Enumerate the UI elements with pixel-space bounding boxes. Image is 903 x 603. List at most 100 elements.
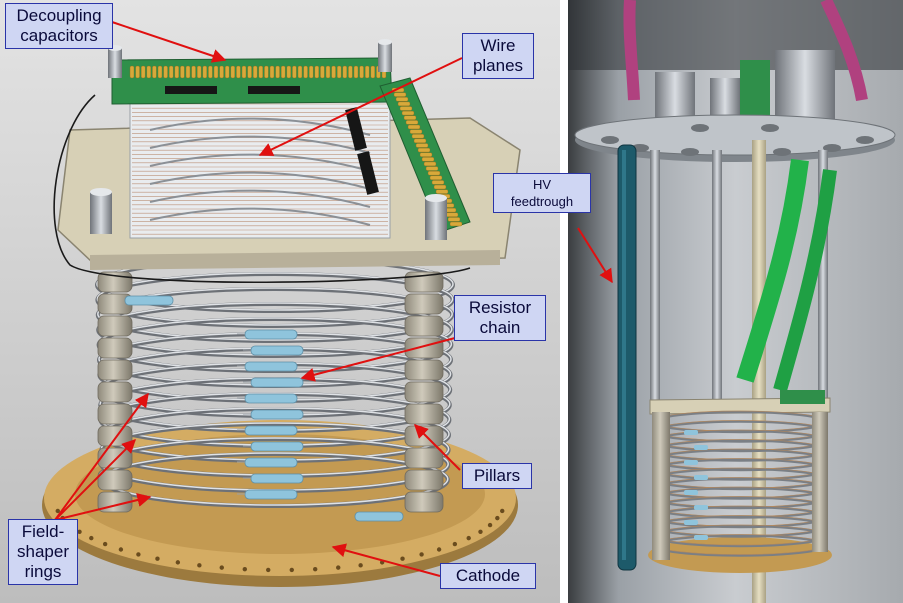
left-photo [0,0,560,603]
pillar-segment [404,293,444,315]
ribbon-cable-2 [773,169,837,392]
capacitor [303,65,308,79]
cathode-hole [487,522,493,528]
cathode-hole [89,535,94,541]
label-decoupling-capacitors: Decoupling capacitors [5,3,113,49]
flange-holes [601,124,874,156]
capacitor [320,65,325,79]
resistor [250,409,304,420]
cathode-hole [452,541,458,547]
capacitor [359,65,364,79]
pillar-segment [404,403,444,425]
flange-hole [856,136,874,144]
decoupling-capacitors-top [129,65,387,79]
cathode-hole [436,547,442,552]
capacitor [163,65,168,79]
capacitor [152,65,157,79]
capacitor [236,65,241,79]
small-resistor [694,535,708,540]
capacitor [449,221,463,227]
capacitor [264,65,269,79]
cathode-hole [289,567,294,573]
capacitor [275,65,280,79]
pillar-segment [404,425,444,447]
cathode-hole [358,563,363,568]
ring-highlight [97,287,453,341]
resistor [250,473,304,484]
capacitor [314,65,319,79]
resistor-chain-small [684,430,708,540]
capacitor [174,65,180,79]
capacitor [230,65,236,79]
arrow-field-shaper-1 [54,392,149,521]
small-resistor [684,520,698,525]
capacitor [297,65,303,79]
resistor [244,425,298,436]
capacitor [269,65,275,79]
label-wire-planes-line1: Wire [480,36,516,55]
label-field-shaper-line1: Field- [21,522,65,541]
capacitor [407,124,421,130]
capacitor [429,175,443,180]
resistor [250,377,304,388]
arrow-field-shaper-3 [54,493,152,521]
label-cathode-text: Cathode [455,566,521,585]
cathode-hole [197,563,202,568]
hv-feedthrough-rod [617,144,637,571]
capacitor [337,65,342,79]
pillar-segment [97,315,133,337]
small-resistor [684,490,698,495]
arrow-decoupling [111,21,227,63]
capacitor [445,212,459,217]
label-resistor-line1: Resistor [468,298,532,317]
pillar-segment [97,381,133,403]
capacitor [435,189,449,194]
label-hv-feedthrough: HV feedtrough [493,173,591,213]
pillar-segment [97,447,133,469]
capacitor [309,65,314,79]
capacitor [409,129,423,134]
capacitor [286,65,291,79]
capacitor [213,65,219,79]
pillar-segment [97,337,133,359]
field-cage-small [648,390,832,573]
small-resistor [694,445,708,450]
flange-hole [681,148,699,156]
cathode-hole [478,529,483,534]
resistor [354,511,404,522]
resistor [244,361,298,372]
cathode-hole [55,508,60,514]
capacitor [208,65,213,79]
capacitor [196,65,202,79]
capacitor [219,65,224,79]
ring-highlight [96,272,454,326]
resistor [244,393,298,404]
cathode-hole [175,560,181,565]
top-flange-assembly [574,50,896,162]
capacitor [191,65,196,79]
wire-frame-assembly [53,39,521,284]
flange-hole [773,148,791,156]
photo-divider [560,0,568,603]
label-hv-line2: feedtrough [510,194,574,209]
cathode-hole [219,565,224,570]
capacitor [185,65,191,79]
small-resistor [684,430,698,435]
label-resistor-line2: chain [479,318,521,337]
cathode-hole [312,566,318,572]
cathode-hole [419,552,424,557]
lifting-strap-left [623,0,640,101]
ribbon-cable-1 [736,158,809,383]
wire-arc [149,189,371,208]
small-resistor [694,505,708,510]
flange-hole [761,124,779,132]
wire-arc [149,135,371,154]
capacitor [140,65,146,79]
arrow-resistor-chain [300,337,456,382]
resistor [250,345,304,356]
capacitor [224,65,230,79]
arrow-cathode [331,543,441,577]
small-resistor [684,460,698,465]
capacitor [241,65,247,79]
label-field-shaper-line2: shaper [17,542,69,561]
